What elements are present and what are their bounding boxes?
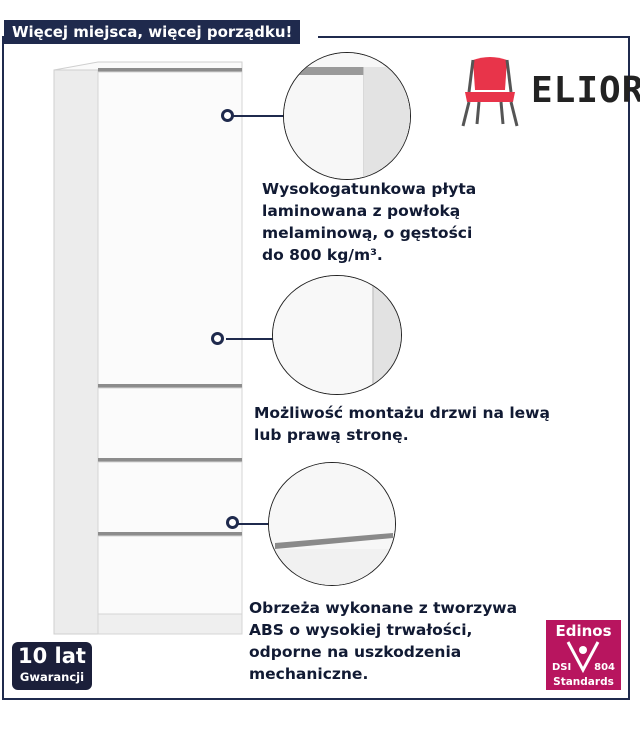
- certificate-title: Edinos: [555, 622, 612, 640]
- warranty-years: 10 lat: [18, 644, 86, 668]
- chair-icon: [461, 57, 519, 127]
- callout-dot-2: [211, 332, 224, 345]
- certificate-code-left: DSI: [552, 662, 572, 673]
- warranty-label: Gwarancji: [19, 670, 85, 684]
- brand-logo: ELIOR: [455, 52, 640, 132]
- certificate-v-emblem-icon: [566, 641, 600, 674]
- feature-text-3: Obrzeża wykonane z tworzywa ABS o wysoki…: [249, 599, 518, 683]
- zoom-circle-door-side: [272, 275, 402, 395]
- edinos-certificate-badge: Edinos DSI 804 Standards: [546, 620, 621, 690]
- zoom-circle-drawer-edge: [268, 462, 396, 586]
- warranty-badge: 10 lat Gwarancji: [12, 642, 92, 690]
- certificate-subtitle: Standards: [553, 676, 614, 688]
- feature-text-1: Wysokogatunkowa płyta laminowana z powło…: [262, 180, 477, 264]
- callout-line-3: [238, 523, 270, 525]
- callout-line-2: [226, 338, 274, 340]
- zoom-circle-top-edge: [283, 52, 411, 180]
- cabinet-illustration: [53, 61, 243, 635]
- brand-name: ELIOR: [531, 70, 640, 111]
- certificate-code-right: 804: [594, 662, 615, 673]
- feature-text-2: Możliwość montażu drzwi na lewą lub praw…: [254, 404, 550, 444]
- callout-dot-3: [226, 516, 239, 529]
- headline-banner: Więcej miejsca, więcej porządku!: [4, 20, 301, 44]
- frame-top-line: [318, 36, 630, 38]
- callout-dot-1: [221, 109, 234, 122]
- outer-frame: [2, 36, 630, 700]
- callout-line-1: [233, 115, 285, 117]
